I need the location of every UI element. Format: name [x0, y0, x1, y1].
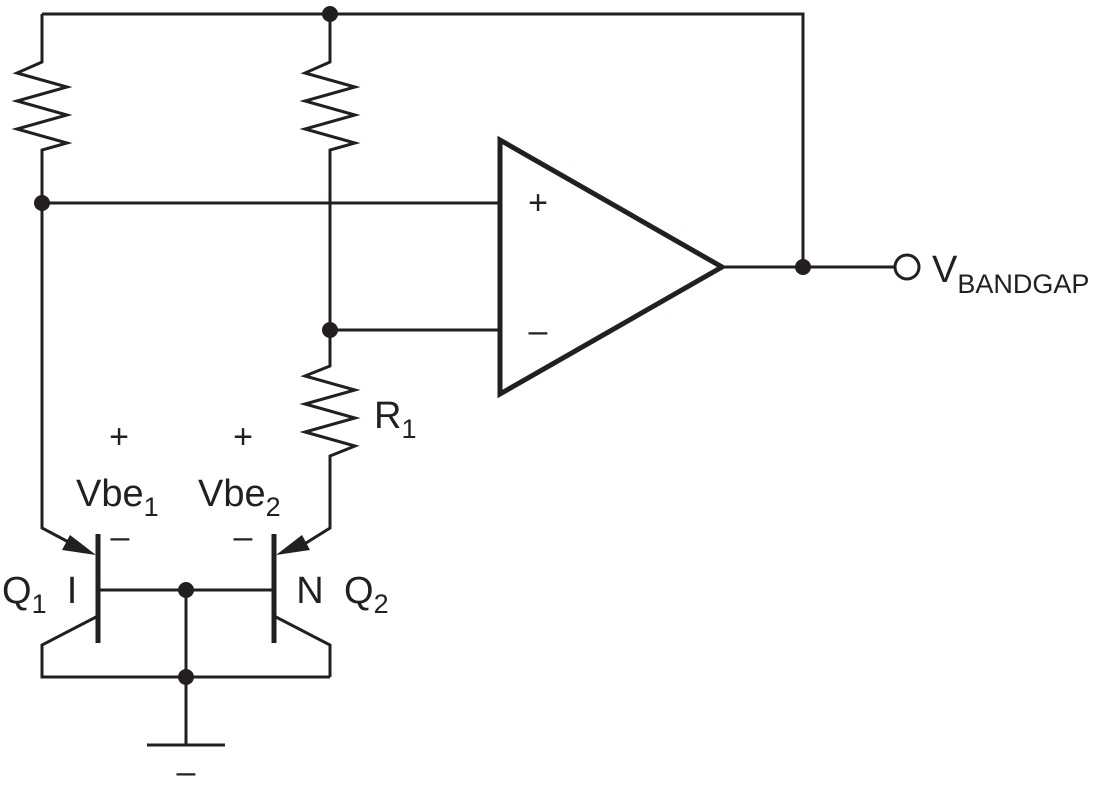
- q1-label: Q1: [2, 570, 47, 619]
- ground-minus-label: –: [177, 753, 196, 787]
- r1-label: R1: [374, 395, 416, 444]
- vbe1-label: Vbe1: [76, 473, 159, 522]
- q2-collector-wire: [273, 614, 332, 677]
- left-branch-wire: [40, 157, 77, 548]
- vbe1-plus-label: +: [109, 418, 129, 456]
- q1-emitter-arrow: [62, 535, 96, 555]
- opamp-plus-label: +: [528, 184, 548, 222]
- output-terminal: [893, 253, 921, 281]
- vbandgap-label: VBANDGAP: [932, 249, 1089, 299]
- q2-emitter-arrow: [276, 535, 310, 555]
- vbe1-minus-label: –: [111, 518, 130, 556]
- q2-size-label: N: [296, 570, 323, 612]
- middle-resistor: [299, 55, 361, 157]
- r1-resistor: [299, 358, 361, 545]
- opamp-symbol: [497, 135, 728, 399]
- vbe2-minus-label: –: [234, 518, 253, 556]
- junction-dot: [322, 6, 338, 22]
- vbe2-label: Vbe2: [198, 473, 281, 522]
- q1-size-label: I: [67, 570, 78, 612]
- vbe2-plus-label: +: [233, 418, 253, 456]
- top-rail-wire: [42, 12, 805, 267]
- left-resistor: [11, 55, 73, 157]
- q2-label: Q2: [344, 570, 389, 619]
- junction-dot: [795, 259, 811, 275]
- junction-dot: [322, 322, 338, 338]
- opamp-minus-label: –: [529, 312, 548, 350]
- junction-dot: [34, 195, 50, 211]
